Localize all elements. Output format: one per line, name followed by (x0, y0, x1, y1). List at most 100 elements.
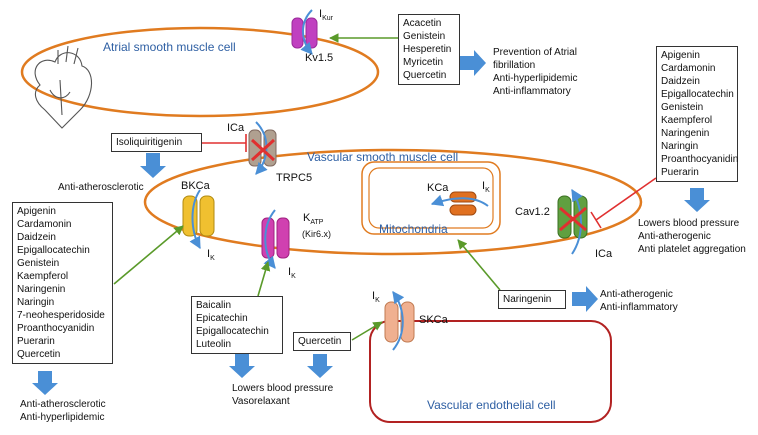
ikur-label: IKur (319, 8, 333, 22)
compound-item: Epigallocatechin (661, 89, 734, 100)
compound-item: Daidzein (17, 232, 56, 243)
compound-item: Genistein (17, 258, 60, 269)
compound-item: Luteolin (196, 339, 232, 350)
effect-line: Lowers blood pressure (232, 383, 334, 394)
kca-label: KCa (427, 182, 449, 194)
katp-kir-label: (Kir6.x) (302, 229, 331, 239)
naringenin-box: Naringenin (498, 290, 566, 309)
katp-ik-label: IK (288, 266, 296, 280)
compound-item: Acacetin (403, 18, 442, 29)
atrial-effects: Prevention of Atrial fibrillation Anti-h… (493, 46, 577, 98)
effect-line: Anti platelet aggregation (638, 244, 746, 255)
naringenin-effects: Anti-atherogenic Anti-inflammatory (600, 288, 678, 314)
heart-icon (34, 45, 93, 129)
vascular-smooth-cell-membrane (143, 148, 643, 256)
compound-item: Genistein (403, 31, 446, 42)
mitochondria-outer (361, 161, 501, 235)
mitochondria-title: Mitochondria (379, 222, 448, 236)
compound-item: Proanthocyanidin (661, 154, 739, 165)
skca-ik-main: I (372, 290, 376, 302)
effect-line: Lowers blood pressure (638, 218, 740, 229)
compound-item: Naringin (17, 297, 55, 308)
kv15-label: Kv1.5 (305, 52, 334, 64)
compound-item: Isoliquiritigenin (116, 137, 183, 148)
effect-line: Anti-atherogenic (638, 231, 711, 242)
compound-item: Genistein (661, 102, 704, 113)
katp-sub: ATP (310, 219, 324, 227)
compound-item: Quercetin (17, 349, 61, 360)
right-compound-box: Apigenin Cardamonin Daidzein Epigallocat… (656, 46, 738, 182)
compound-item: Cardamonin (661, 63, 716, 74)
effect-line: Vasorelaxant (232, 396, 290, 407)
atrial-compound-box: Acacetin Genistein Hesperetin Myricetin … (398, 14, 460, 85)
effect-line: Anti-inflammatory (493, 86, 571, 97)
kca-ik-sub: K (485, 187, 490, 195)
compound-item: Naringenin (661, 128, 710, 139)
cav12-channel (557, 188, 588, 255)
effect-line: fibrillation (493, 60, 536, 71)
compound-item: Quercetin (298, 336, 342, 347)
ikur-sub: Kur (322, 15, 333, 23)
kca-ik-label: IK (482, 180, 490, 194)
skca-channel (384, 291, 415, 351)
trpc5-label: TRPC5 (276, 172, 313, 184)
katp-ik-sub: K (291, 273, 296, 281)
inhibitory-lines (202, 134, 657, 229)
effect-line: Anti-hyperlipidemic (493, 73, 578, 84)
bkca-ik-label: IK (207, 248, 215, 262)
katp-main: K (303, 212, 311, 224)
cav12-label: Cav1.2 (515, 206, 550, 218)
kca-channel (430, 191, 489, 216)
compound-item: Hesperetin (403, 44, 452, 55)
effect-line: Anti-atherosclerotic (58, 182, 144, 193)
compound-item: Apigenin (17, 206, 56, 217)
compound-item: Proanthocyanidin (17, 323, 95, 334)
quercetin-box: Quercetin (293, 332, 351, 351)
cav-ica-label: ICa (595, 248, 613, 260)
bkca-ik-main: I (207, 248, 211, 260)
skca-ik-label: IK (372, 290, 380, 304)
compound-item: 7-neohesperidoside (17, 310, 105, 321)
effect-arrows (32, 50, 710, 395)
bkca-channel (182, 189, 215, 250)
compound-item: Epigallocatechin (17, 245, 90, 256)
effect-line: Anti-hyperlipidemic (20, 412, 105, 423)
compound-item: Cardamonin (17, 219, 72, 230)
kv15-channel (291, 9, 318, 55)
compound-item: Apigenin (661, 50, 700, 61)
skca-label: SKCa (419, 314, 448, 326)
katp-label: KATP (303, 212, 323, 226)
compound-item: Epicatechin (196, 313, 248, 324)
mitochondria-inner (368, 167, 494, 229)
atrial-cell-membrane (20, 26, 380, 118)
endothelial-cell-membrane (369, 320, 612, 423)
kca-ik-main: I (482, 180, 486, 192)
compound-item: Baicalin (196, 300, 232, 311)
compound-item: Epigallocatechin (196, 326, 269, 337)
left-compound-box: Apigenin Cardamonin Daidzein Epigallocat… (12, 202, 113, 364)
bkca-label: BKCa (181, 180, 210, 192)
compound-item: Puerarin (661, 167, 699, 178)
katp-effects: Lowers blood pressure Vasorelaxant (232, 382, 333, 408)
katp-compound-box: Baicalin Epicatechin Epigallocatechin Lu… (191, 296, 283, 354)
compound-item: Puerarin (17, 336, 55, 347)
left-effects: Anti-atherosclerotic Anti-hyperlipidemic (20, 398, 106, 424)
isoliquiritigenin-effects: Anti-atherosclerotic (58, 181, 144, 194)
compound-item: Quercetin (403, 70, 447, 81)
katp-ik-main: I (288, 266, 292, 278)
compound-item: Naringenin (503, 294, 552, 305)
compound-item: Kaempferol (17, 271, 69, 282)
effect-line: Anti-atherogenic (600, 289, 673, 300)
katp-channel (261, 209, 290, 269)
effect-line: Prevention of Atrial (493, 47, 577, 58)
skca-ik-sub: K (375, 297, 380, 305)
compound-item: Kaempferol (661, 115, 713, 126)
compound-item: Naringenin (17, 284, 66, 295)
effect-line: Anti-inflammatory (600, 302, 678, 313)
ikur-main: I (319, 8, 323, 20)
atrial-cell-title: Atrial smooth muscle cell (103, 40, 236, 54)
endothelial-cell-title: Vascular endothelial cell (427, 398, 556, 412)
activating-arrows (113, 33, 501, 341)
ica-trpc5-label: ICa (227, 122, 245, 134)
